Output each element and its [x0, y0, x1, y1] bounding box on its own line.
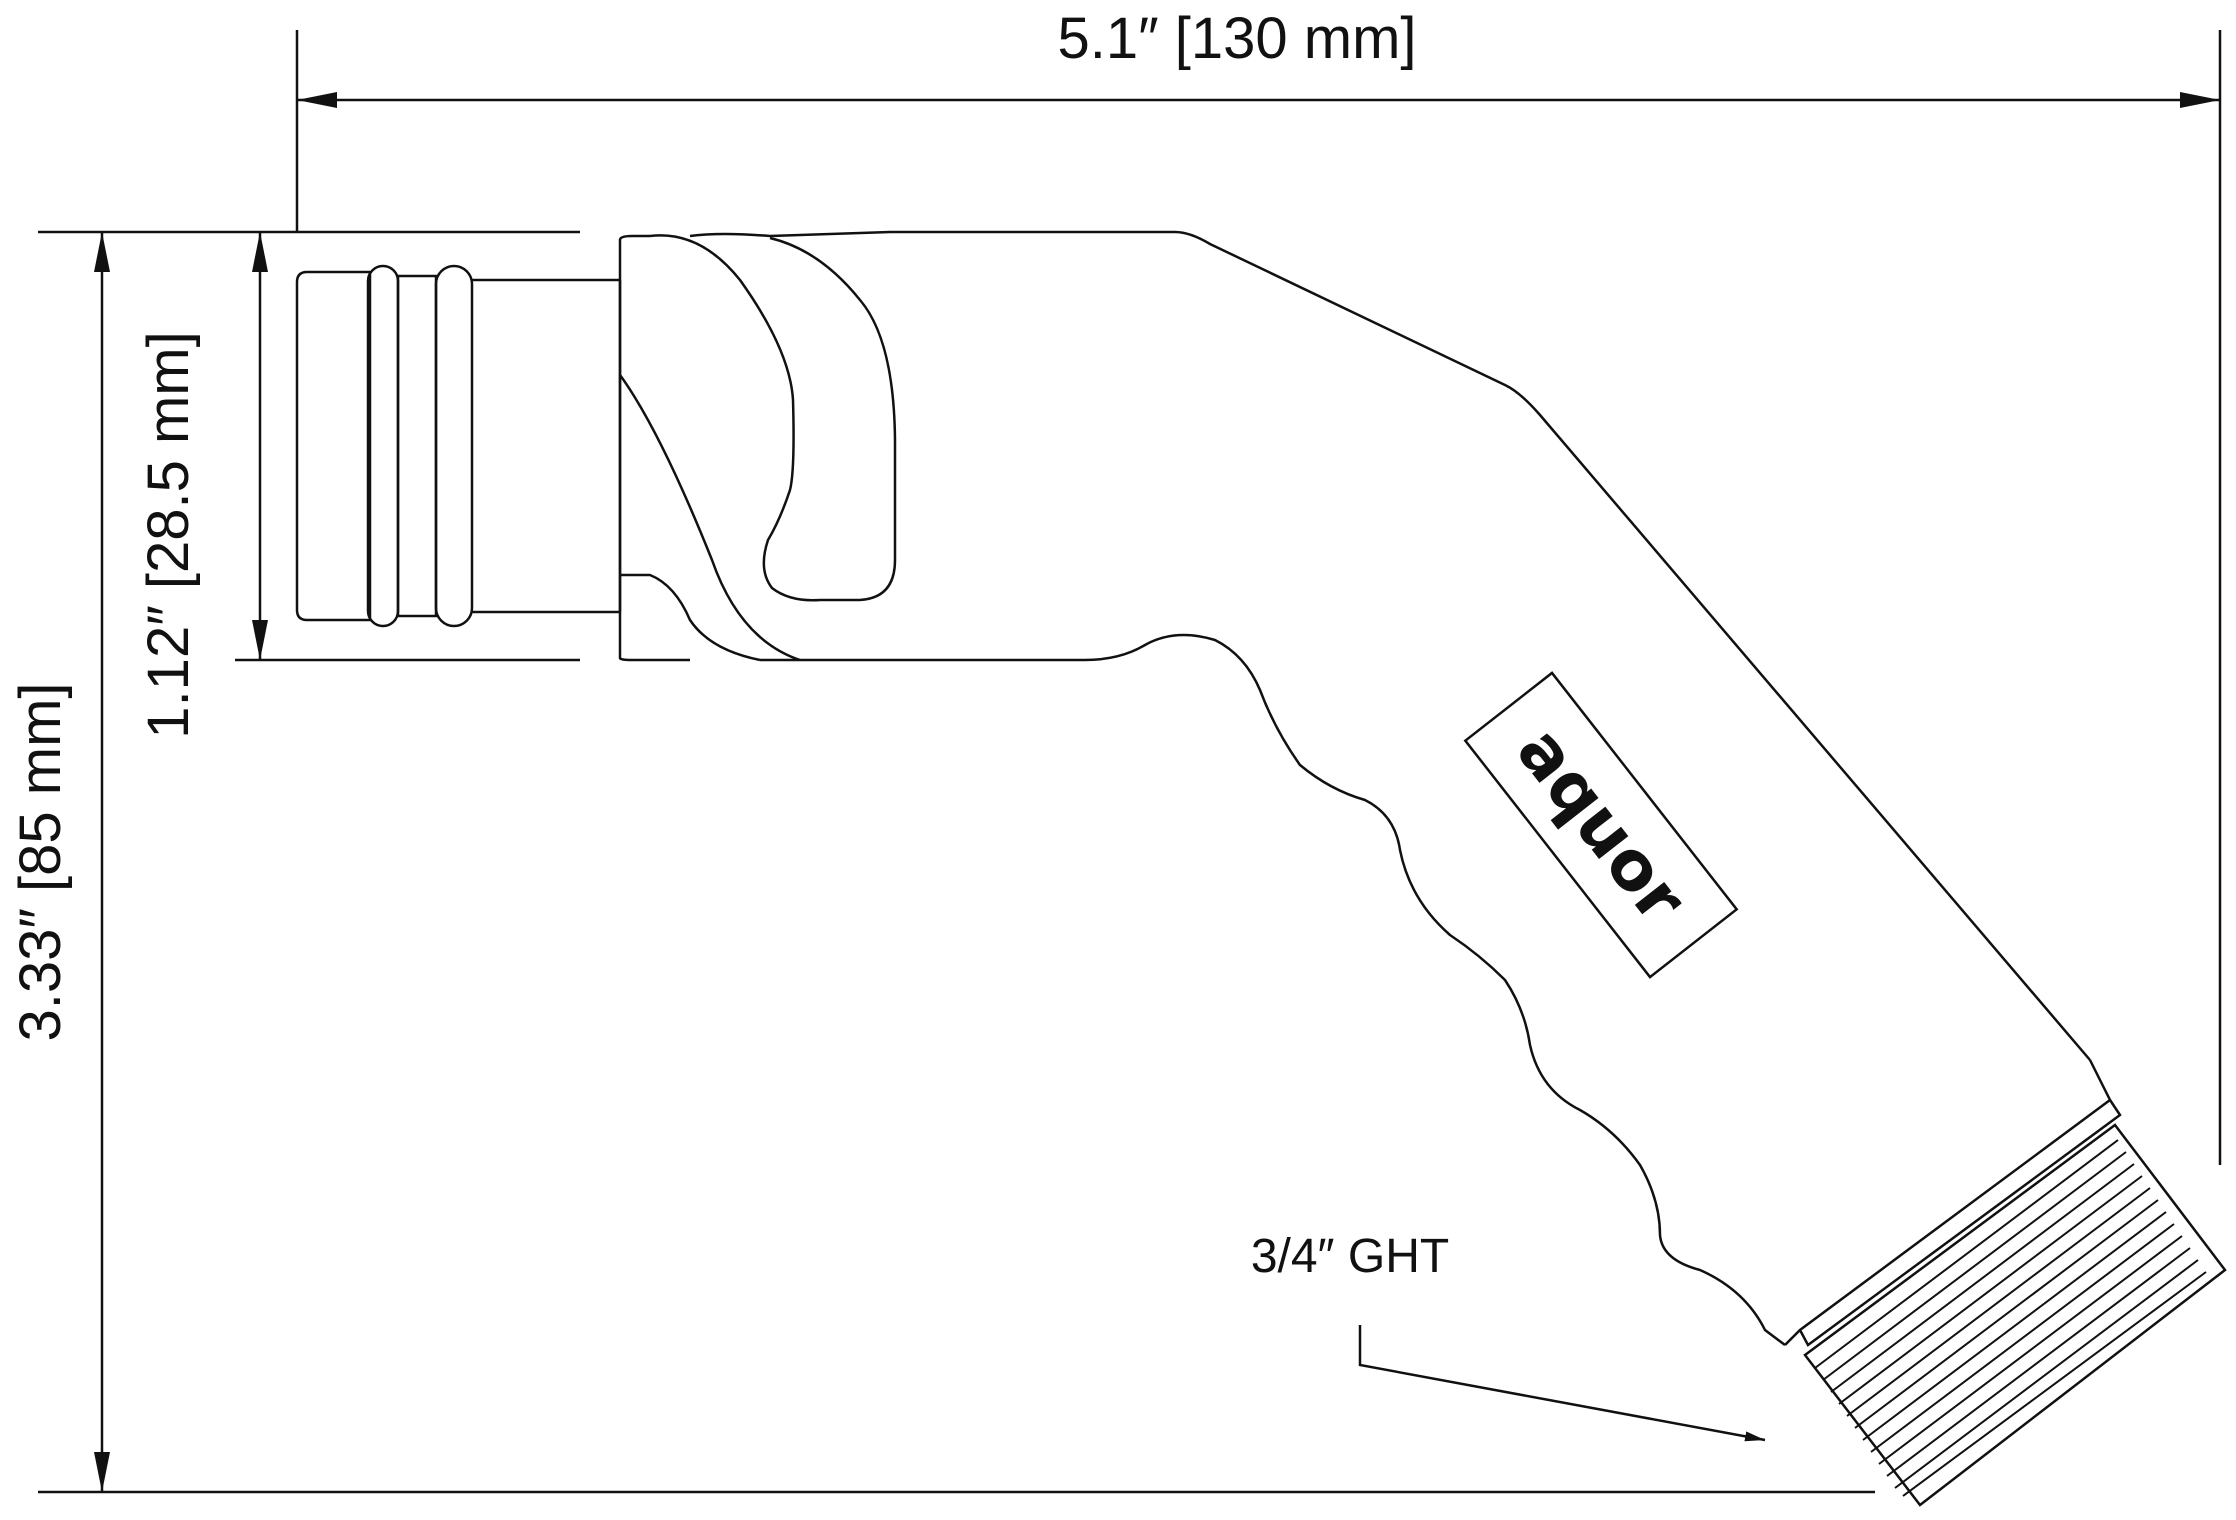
overall-width-label: 5.1″ [130 mm] — [1057, 6, 1416, 71]
threaded-outlet — [1798, 1099, 2227, 1507]
inlet-diameter-label: 1.12″ [28.5 mm] — [136, 331, 201, 738]
thread-size-label: 3/4″ GHT — [1251, 1230, 1449, 1283]
thread-lines — [1814, 1139, 2207, 1497]
nozzle-tip — [1784, 1059, 2112, 1346]
inlet-ring-2 — [434, 264, 474, 628]
body-top-edge — [689, 230, 2091, 1061]
inlet-ring-gap — [396, 274, 438, 618]
thread-body — [1803, 1123, 2227, 1507]
brand-plate — [1463, 671, 1739, 979]
inlet-ring-1 — [366, 264, 400, 628]
inlet-dimension — [235, 232, 580, 662]
body-grip-edge — [760, 633, 1786, 1346]
thread-collar — [1798, 1099, 2122, 1347]
nozzle-body — [689, 230, 2112, 1346]
width-dimension — [295, 30, 2222, 1165]
inlet-collar — [472, 278, 620, 614]
swivel-joint — [618, 234, 897, 662]
thread-callout-leader — [1358, 1325, 1766, 1442]
swivel-plate — [618, 234, 690, 662]
swivel-collar — [649, 234, 897, 602]
inlet-fitting — [295, 264, 622, 628]
swivel-twist-lower — [618, 374, 801, 662]
height-dimension — [38, 230, 1875, 1494]
inlet-cap — [295, 270, 372, 622]
brand-plate-border — [1463, 671, 1739, 979]
overall-height-label: 3.33″ [85 mm] — [8, 682, 73, 1041]
swivel-twist-inner — [620, 573, 761, 662]
callout-leader-line — [1358, 1325, 1766, 1442]
